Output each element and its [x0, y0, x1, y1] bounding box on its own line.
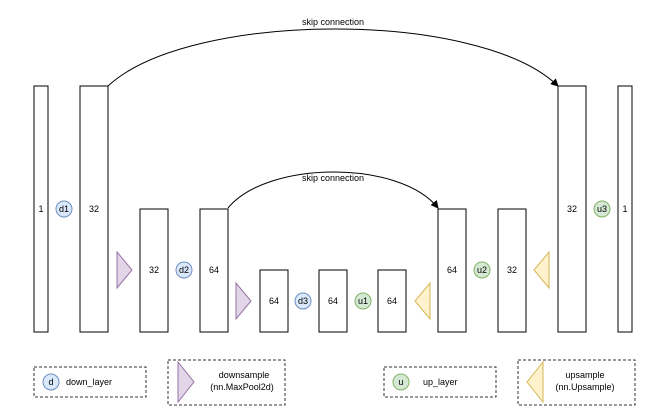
- node-u2: [473, 261, 491, 279]
- layer-output-label: 1: [622, 204, 627, 214]
- skip-connection-outer-label: skip connection: [302, 17, 364, 27]
- legend-up-layer-symbol: u: [398, 377, 403, 387]
- legend-downsample-triangle: [177, 360, 195, 404]
- layer-u2-input-label: 64: [447, 265, 457, 275]
- layer-u1-output-label: 64: [387, 296, 397, 306]
- legend-down-layer-node: [42, 373, 60, 391]
- layer-input: [33, 85, 49, 333]
- layer-d1-output-label: 32: [89, 204, 99, 214]
- layer-d3-input-label: 64: [269, 296, 279, 306]
- layer-u3-input: [557, 85, 587, 333]
- legend-upsample-label: upsample: [565, 370, 604, 380]
- skip-connection-outer-arc: [107, 28, 559, 87]
- node-u1: [354, 292, 372, 310]
- legend-downsample-sublabel: (nn.MaxPool2d): [210, 382, 274, 392]
- layer-d3-input: [259, 269, 289, 333]
- downsample-triangle-2: [235, 281, 252, 321]
- node-d3-label: d3: [298, 296, 308, 306]
- layer-d2-output: [199, 208, 229, 333]
- layer-d2-input: [139, 208, 169, 333]
- skip-connection-inner-arc: [227, 171, 439, 209]
- layer-d1-output: [79, 85, 109, 333]
- legend-downsample-label: downsample: [219, 370, 270, 380]
- node-d1: [55, 200, 73, 218]
- legend-down-layer-label: down_layer: [66, 377, 112, 387]
- layer-u3-input-label: 32: [567, 204, 577, 214]
- legend: d down_layer downsample (nn.MaxPool2d) u…: [33, 359, 636, 406]
- node-d3: [294, 292, 312, 310]
- layer-u2-output-label: 32: [507, 265, 517, 275]
- legend-up-layer-node: [392, 373, 410, 391]
- layer-d2-input-label: 32: [149, 265, 159, 275]
- node-d2-label: d2: [179, 265, 189, 275]
- layer-output: [617, 85, 633, 333]
- layer-u2-input: [437, 208, 467, 333]
- downsample-triangle-1: [116, 250, 133, 290]
- node-u1-label: u1: [358, 296, 368, 306]
- node-d2: [175, 261, 193, 279]
- layer-input-label: 1: [38, 204, 43, 214]
- node-u3-label: u3: [597, 204, 607, 214]
- node-u3: [593, 200, 611, 218]
- node-u2-label: u2: [477, 265, 487, 275]
- upsample-triangle-2: [533, 250, 550, 290]
- legend-upsample-sublabel: (nn.Upsample): [555, 382, 614, 392]
- upsample-triangle-1: [414, 281, 431, 321]
- layer-u2-output: [497, 208, 527, 333]
- layer-u1-output: [377, 269, 407, 333]
- skip-connection-inner-label: skip connection: [302, 173, 364, 183]
- layer-d3-output-label: 64: [328, 296, 338, 306]
- layer-d2-output-label: 64: [209, 265, 219, 275]
- legend-down-layer-symbol: d: [48, 377, 53, 387]
- node-d1-label: d1: [59, 204, 69, 214]
- legend-up-layer-label: up_layer: [423, 377, 458, 387]
- legend-upsample-triangle: [526, 360, 544, 404]
- layer-d3-output: [318, 269, 348, 333]
